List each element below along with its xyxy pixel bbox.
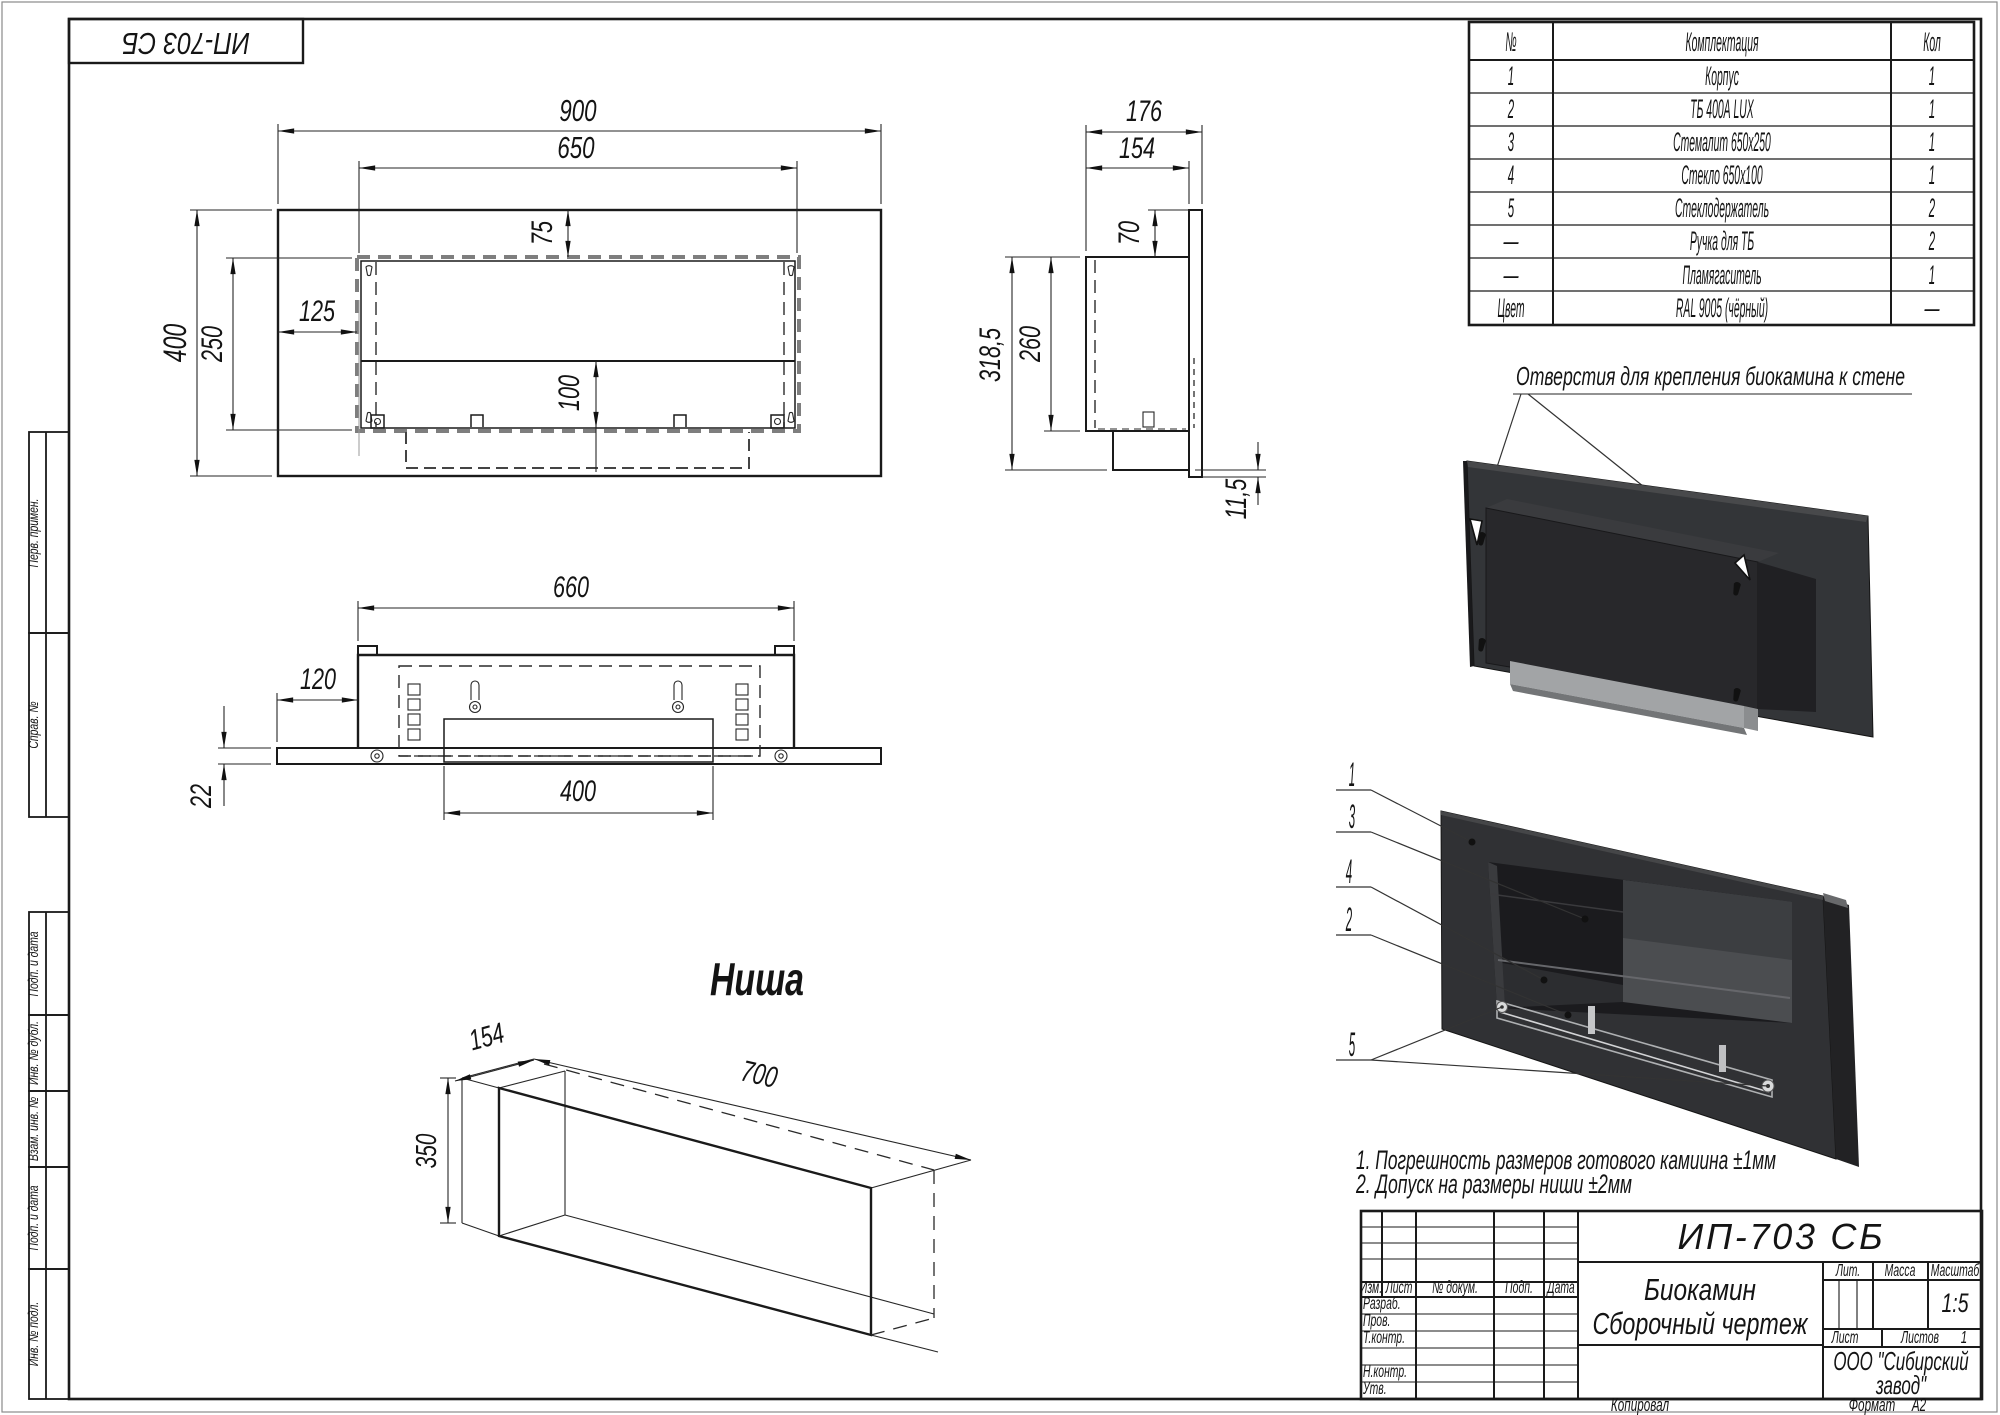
svg-text:Отверстия для крепления биокам: Отверстия для крепления биокамина к стен… bbox=[1516, 361, 1905, 391]
svg-text:ИП-703 СБ: ИП-703 СБ bbox=[122, 26, 250, 61]
svg-text:Стекло 650х100: Стекло 650х100 bbox=[1681, 160, 1762, 190]
svg-text:№ докум.: № докум. bbox=[1432, 1277, 1478, 1297]
svg-text:2: 2 bbox=[1928, 226, 1935, 256]
svg-text:3: 3 bbox=[1349, 798, 1355, 836]
svg-text:318,5: 318,5 bbox=[974, 328, 1007, 382]
svg-text:ООО "Сибирский: ООО "Сибирский bbox=[1833, 1346, 1968, 1376]
svg-text:А2: А2 bbox=[1911, 1395, 1926, 1415]
svg-text:Стемалит 650х250: Стемалит 650х250 bbox=[1673, 127, 1771, 157]
svg-text:650: 650 bbox=[557, 130, 594, 165]
svg-text:Пламягаситель: Пламягаситель bbox=[1682, 260, 1761, 290]
svg-text:1: 1 bbox=[1508, 61, 1514, 91]
svg-text:Утв.: Утв. bbox=[1362, 1378, 1386, 1398]
svg-text:5: 5 bbox=[1508, 193, 1515, 223]
svg-text:Н.контр.: Н.контр. bbox=[1363, 1361, 1407, 1381]
svg-text:2: 2 bbox=[1928, 193, 1935, 223]
svg-text:3: 3 bbox=[1508, 127, 1514, 157]
svg-text:120: 120 bbox=[300, 663, 336, 696]
svg-text:Изм.: Изм. bbox=[1360, 1277, 1382, 1297]
svg-text:1. Погрешность размеров готово: 1. Погрешность размеров готового камиина… bbox=[1356, 1145, 1776, 1175]
svg-text:4: 4 bbox=[1508, 160, 1514, 190]
svg-text:RAL 9005 (чёрный): RAL 9005 (чёрный) bbox=[1676, 293, 1768, 323]
svg-text:11,5: 11,5 bbox=[1220, 479, 1253, 520]
svg-text:Дата: Дата bbox=[1546, 1277, 1575, 1297]
svg-text:–: – bbox=[1923, 293, 1940, 323]
svg-text:Лист: Лист bbox=[1385, 1277, 1412, 1297]
svg-text:Ниша: Ниша bbox=[710, 953, 804, 1005]
svg-text:Комплектация: Комплектация bbox=[1685, 27, 1758, 57]
svg-text:900: 900 bbox=[559, 93, 596, 128]
svg-text:260: 260 bbox=[1014, 326, 1047, 363]
svg-text:Масса: Масса bbox=[1885, 1260, 1916, 1280]
svg-text:Листов: Листов bbox=[1900, 1327, 1938, 1347]
svg-text:176: 176 bbox=[1126, 95, 1162, 128]
svg-text:ТБ 400А LUX: ТБ 400А LUX bbox=[1690, 94, 1754, 124]
svg-text:1: 1 bbox=[1929, 94, 1935, 124]
svg-text:Взам. инв. №: Взам. инв. № bbox=[26, 1097, 41, 1162]
svg-text:1: 1 bbox=[1349, 756, 1355, 794]
svg-text:Лист: Лист bbox=[1831, 1327, 1858, 1347]
svg-text:2: 2 bbox=[1345, 901, 1352, 939]
svg-text:350: 350 bbox=[411, 1134, 443, 1169]
svg-text:75: 75 bbox=[526, 221, 559, 245]
svg-text:Кол: Кол bbox=[1923, 27, 1941, 57]
svg-text:1: 1 bbox=[1929, 160, 1935, 190]
svg-text:70: 70 bbox=[1113, 221, 1146, 245]
svg-text:№: № bbox=[1505, 27, 1516, 57]
svg-text:22: 22 bbox=[185, 784, 218, 809]
svg-text:2. Допуск на размеры ниши ±2мм: 2. Допуск на размеры ниши ±2мм bbox=[1355, 1169, 1632, 1199]
svg-text:Подп. и дата: Подп. и дата bbox=[26, 931, 41, 996]
svg-text:1: 1 bbox=[1961, 1327, 1967, 1347]
svg-text:400: 400 bbox=[157, 324, 193, 363]
svg-text:Подп.: Подп. bbox=[1505, 1277, 1533, 1297]
svg-text:400: 400 bbox=[560, 775, 596, 808]
svg-text:1: 1 bbox=[1929, 61, 1935, 91]
svg-text:Разраб.: Разраб. bbox=[1363, 1293, 1401, 1313]
svg-text:Сборочный чертеж: Сборочный чертеж bbox=[1593, 1306, 1809, 1341]
svg-text:Цвет: Цвет bbox=[1497, 293, 1524, 323]
svg-text:250: 250 bbox=[196, 326, 229, 363]
svg-text:Ручка для ТБ: Ручка для ТБ bbox=[1690, 226, 1754, 256]
svg-text:154: 154 bbox=[1119, 132, 1155, 165]
svg-text:Формат: Формат bbox=[1849, 1395, 1896, 1415]
svg-text:Подп. и дата: Подп. и дата bbox=[26, 1185, 41, 1250]
svg-text:660: 660 bbox=[553, 571, 589, 604]
svg-text:Справ. №: Справ. № bbox=[26, 701, 41, 749]
svg-text:1: 1 bbox=[1929, 260, 1935, 290]
svg-text:Лит.: Лит. bbox=[1835, 1260, 1860, 1280]
svg-text:Корпус: Корпус bbox=[1705, 61, 1739, 91]
svg-text:завод": завод" bbox=[1875, 1370, 1927, 1400]
svg-text:Инв. № подл.: Инв. № подл. bbox=[26, 1302, 41, 1367]
svg-text:1: 1 bbox=[1929, 127, 1935, 157]
svg-text:Т.контр.: Т.контр. bbox=[1363, 1327, 1405, 1347]
svg-text:Стеклодержатель: Стеклодержатель bbox=[1675, 193, 1769, 223]
svg-text:Копировал: Копировал bbox=[1611, 1395, 1669, 1415]
svg-text:–: – bbox=[1502, 260, 1519, 290]
svg-text:Масштаб: Масштаб bbox=[1931, 1260, 1980, 1280]
svg-text:Перв. примен.: Перв. примен. bbox=[26, 498, 41, 567]
svg-text:2: 2 bbox=[1507, 94, 1514, 124]
svg-text:Биокамин: Биокамин bbox=[1644, 1272, 1756, 1307]
svg-text:1:5: 1:5 bbox=[1942, 1288, 1970, 1318]
svg-text:4: 4 bbox=[1346, 853, 1352, 891]
svg-text:100: 100 bbox=[553, 375, 586, 411]
svg-text:700: 700 bbox=[738, 1055, 781, 1095]
svg-text:ИП-703 СБ: ИП-703 СБ bbox=[1678, 1216, 1883, 1257]
svg-text:5: 5 bbox=[1349, 1026, 1355, 1064]
svg-text:Инв. № дубл.: Инв. № дубл. bbox=[26, 1021, 41, 1085]
svg-text:Пров.: Пров. bbox=[1363, 1310, 1390, 1330]
svg-text:–: – bbox=[1502, 226, 1519, 256]
svg-text:125: 125 bbox=[299, 295, 335, 328]
